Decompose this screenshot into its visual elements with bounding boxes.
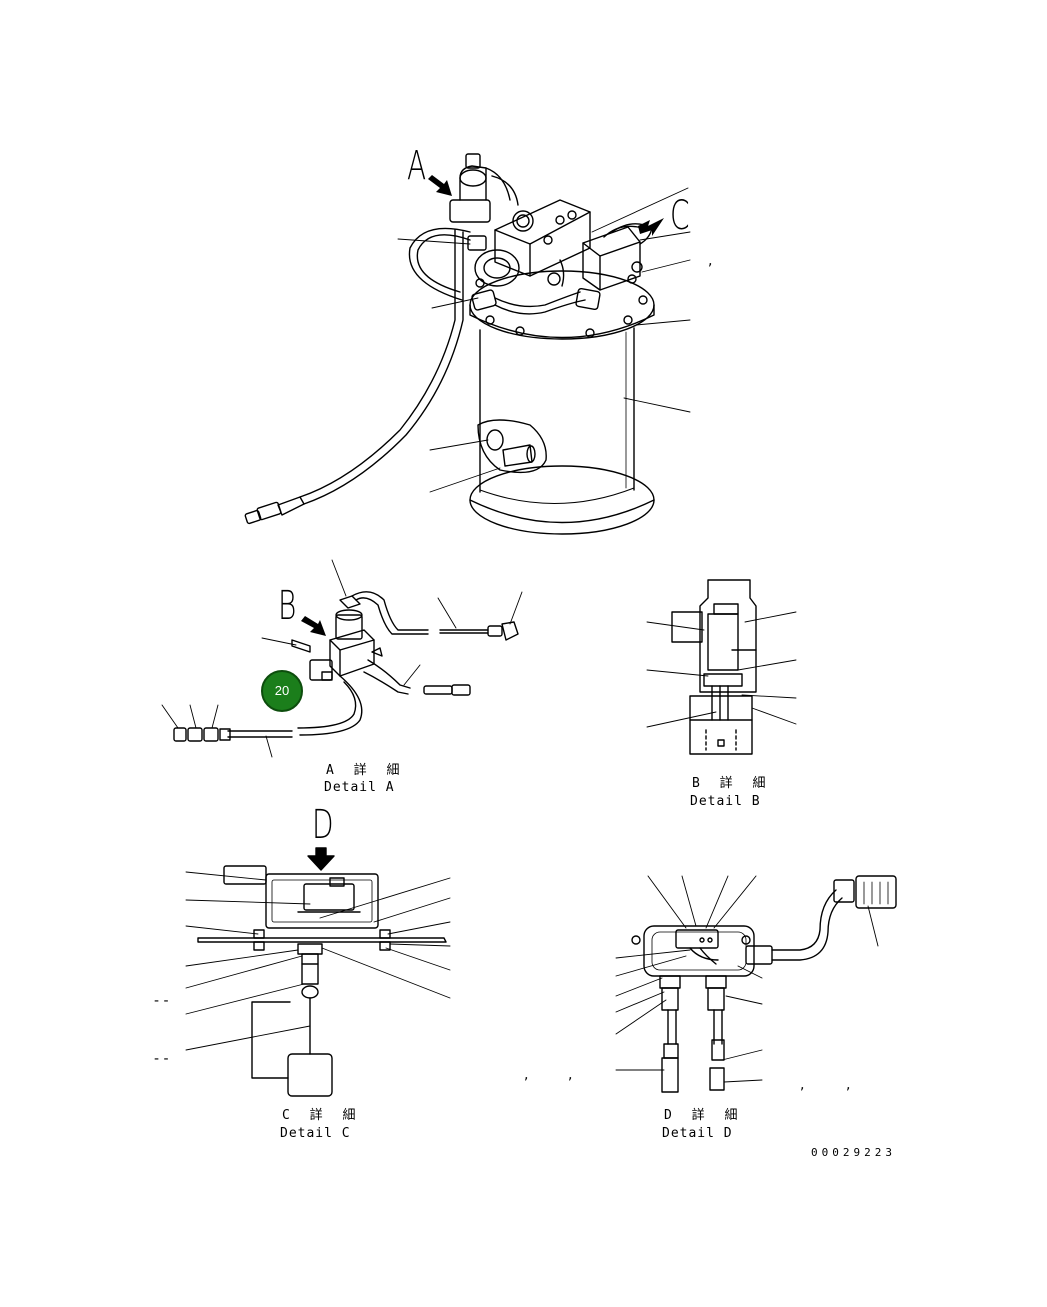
comma-mark: , bbox=[708, 253, 713, 269]
detail-a-drawing bbox=[161, 559, 523, 758]
view-letter-d: D bbox=[312, 802, 334, 848]
detail-d-drawing bbox=[615, 875, 897, 1093]
part-number-hotspot[interactable]: 20 bbox=[261, 670, 303, 712]
detail-b-caption-en: Detail B bbox=[690, 794, 761, 809]
comma-mark: , bbox=[846, 1077, 851, 1093]
main-assembly-tank bbox=[244, 153, 691, 535]
detail-b-drawing bbox=[646, 579, 797, 755]
detail-b-caption-jp: B 詳 細 bbox=[692, 776, 772, 791]
detail-c-caption-jp: C 詳 細 bbox=[282, 1108, 362, 1123]
detail-d-caption-jp: D 詳 細 bbox=[664, 1108, 744, 1123]
dash-mark: - - bbox=[154, 1051, 169, 1067]
detail-d-caption-en: Detail D bbox=[662, 1126, 733, 1141]
detail-a-caption-jp: A 詳 細 bbox=[326, 763, 406, 778]
view-letter-a: A bbox=[407, 143, 427, 189]
detail-c-caption-en: Detail C bbox=[280, 1126, 351, 1141]
view-letter-c: C bbox=[670, 193, 690, 239]
comma-mark: , bbox=[524, 1067, 529, 1083]
dash-mark: - - bbox=[154, 993, 169, 1009]
document-number: 00029223 bbox=[811, 1146, 896, 1159]
view-letter-b: B bbox=[278, 583, 297, 629]
detail-a-caption-en: Detail A bbox=[324, 780, 395, 795]
detail-c-drawing bbox=[185, 847, 451, 1097]
comma-mark: , bbox=[568, 1067, 573, 1083]
comma-mark: , bbox=[800, 1077, 805, 1093]
